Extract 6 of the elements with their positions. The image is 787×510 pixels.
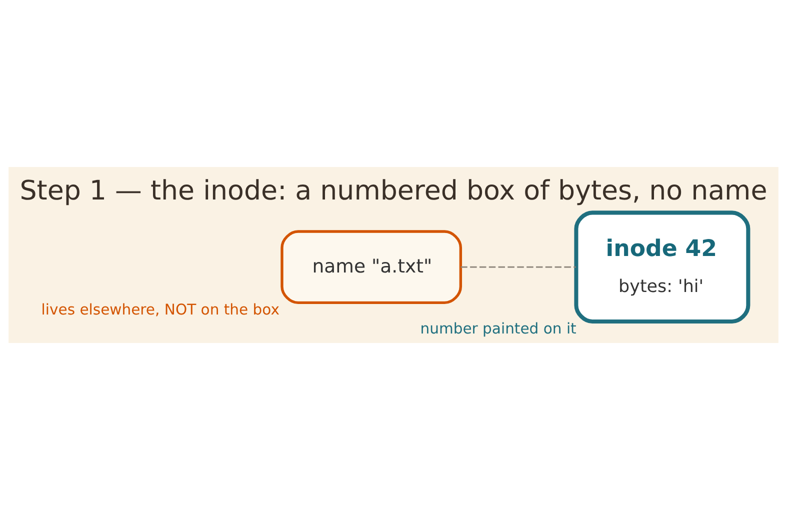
- node-label: number painted on it: [420, 320, 576, 338]
- node-box: inode 42 bytes: 'hi': [574, 210, 750, 324]
- connector: [460, 266, 576, 268]
- node-label: lives elsewhere, NOT on the box: [41, 302, 280, 319]
- diagram-title: Step 1 — the inode: a numbered box of bytes, no name: [20, 175, 768, 206]
- node-box: name "a.txt": [280, 230, 462, 304]
